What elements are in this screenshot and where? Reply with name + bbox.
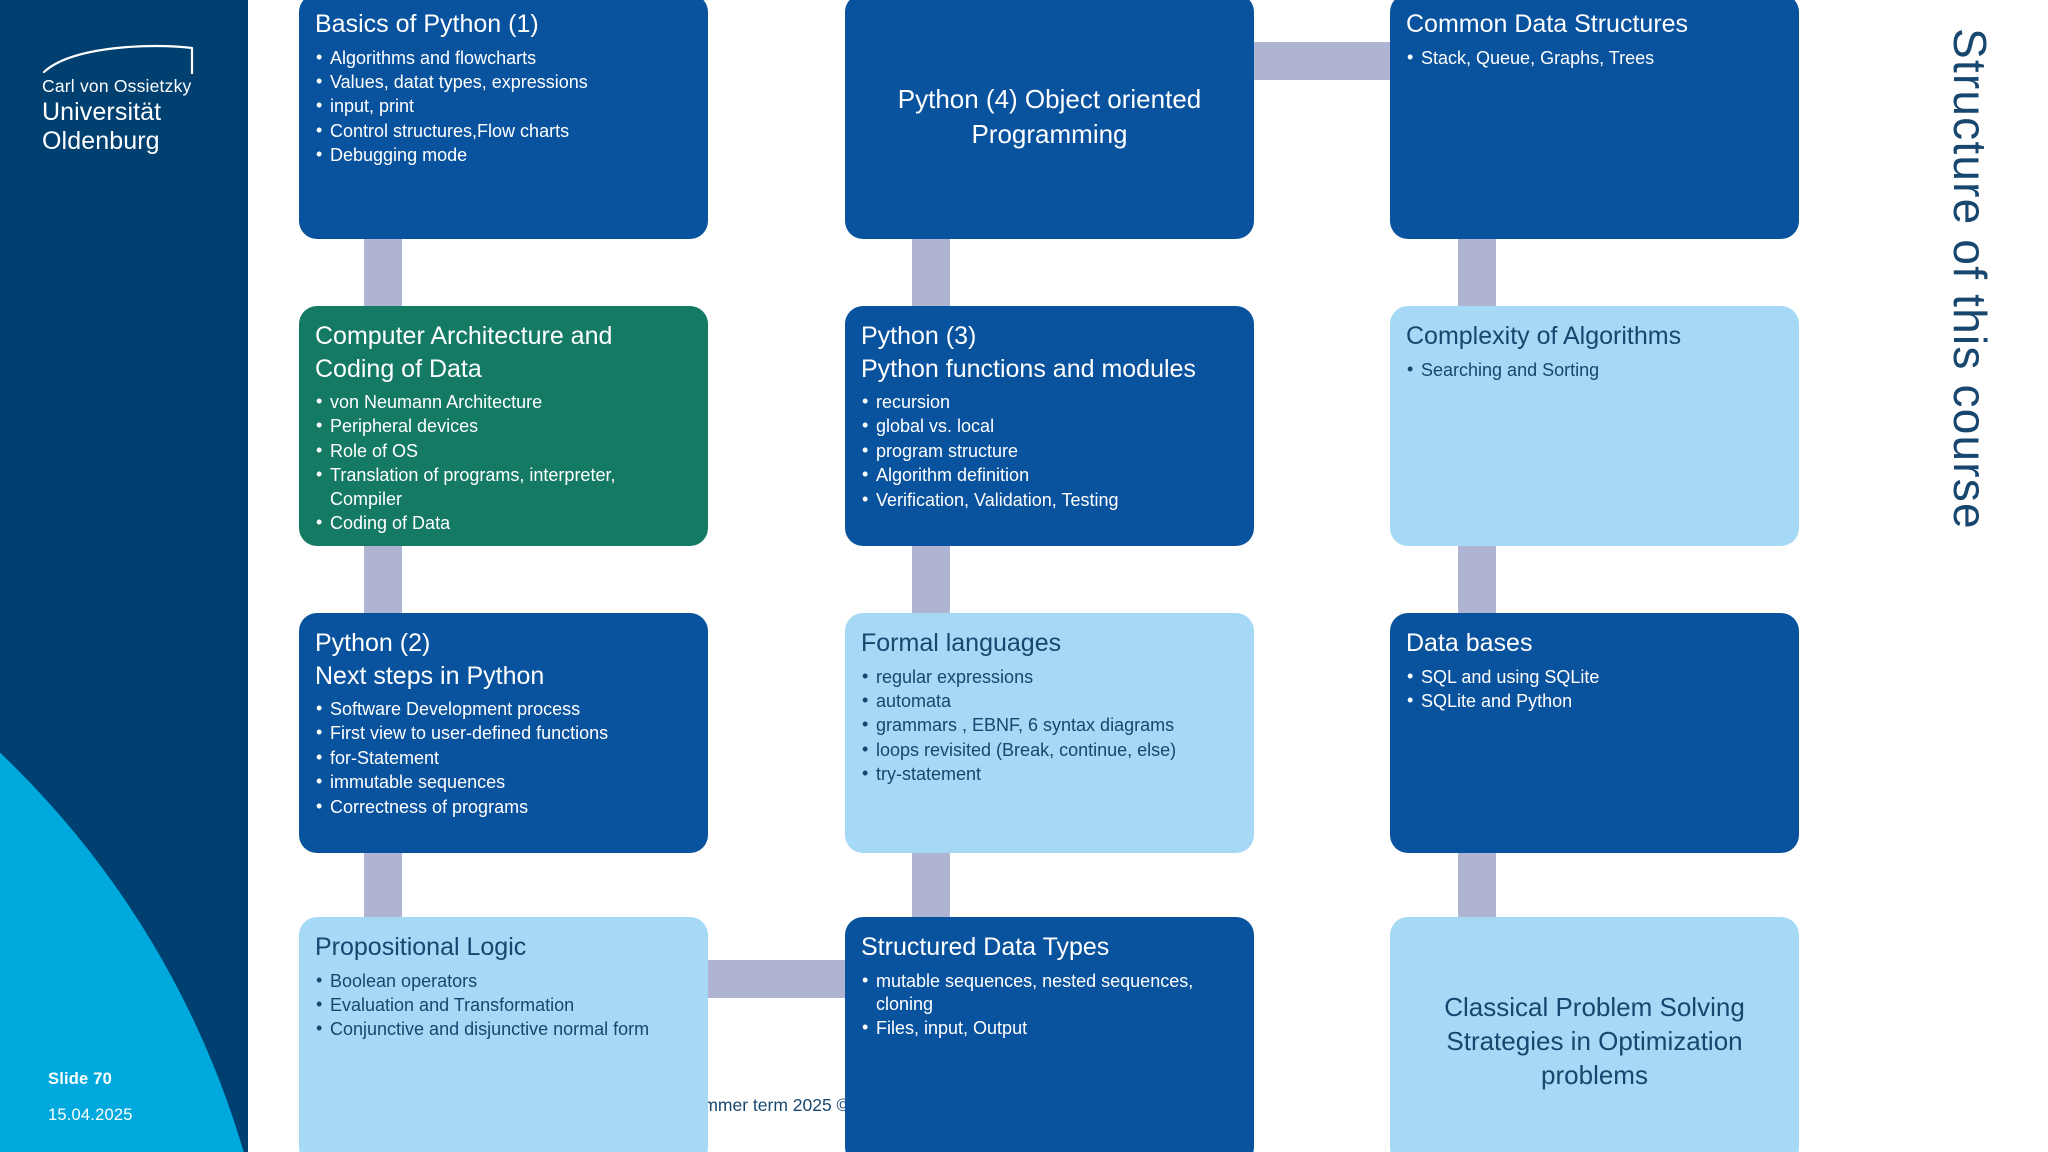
box-title: Python (4) Object oriented Programming	[897, 84, 1202, 149]
box-complexity-of-algorithms[interactable]: Complexity of Algorithms Searching and S…	[1390, 306, 1799, 546]
connector-col2-r1-r2	[912, 238, 950, 310]
connector-col3-r2-r3	[1458, 545, 1496, 617]
list-item: Values, datat types, expressions	[315, 70, 692, 94]
box-bullet-list: mutable sequences, nested sequences, clo…	[861, 969, 1238, 1041]
connector-col1-r3-r4	[364, 847, 402, 919]
list-item: Evaluation and Transformation	[315, 993, 692, 1017]
box-title: Classical Problem Solving Strategies in …	[1444, 991, 1745, 1091]
box-title: Common Data Structures	[1406, 10, 1689, 38]
box-data-bases[interactable]: Data bases SQL and using SQLite SQLite a…	[1390, 613, 1799, 853]
box-classical-problem-solving-strategies[interactable]: Classical Problem Solving Strategies in …	[1390, 917, 1799, 1152]
connector-row4-col1-col2	[705, 960, 845, 998]
connector-col1-r2-r3	[364, 545, 402, 617]
list-item: Software Development process	[315, 697, 692, 721]
box-bullet-list: Boolean operators Evaluation and Transfo…	[315, 968, 692, 1042]
list-item: Algorithms and flowcharts	[315, 45, 692, 70]
slide-date: 15.04.2025	[48, 1106, 133, 1124]
list-item: First view to user-defined functions	[315, 721, 692, 745]
box-title: Python (2) Next steps in Python	[315, 629, 545, 690]
list-item: SQLite and Python	[1406, 689, 1783, 713]
list-item: Peripheral devices	[315, 414, 692, 438]
logo-line-1: Carl von Ossietzky	[42, 76, 192, 96]
list-item: recursion	[861, 390, 1238, 414]
box-python-3-functions-and-modules[interactable]: Python (3) Python functions and modules …	[845, 306, 1254, 546]
list-item: Stack, Queue, Graphs, Trees	[1406, 45, 1783, 70]
connector-col2-r2-r3	[912, 545, 950, 617]
box-structured-data-types[interactable]: Structured Data Types mutable sequences,…	[845, 917, 1254, 1152]
page-title-text: Structure of this course	[1944, 28, 1996, 530]
logo-line-2: Universität	[42, 97, 162, 126]
list-item: SQL and using SQLite	[1406, 664, 1783, 689]
list-item: loops revisited (Break, continue, else)	[861, 738, 1238, 762]
list-item: immutable sequences	[315, 770, 692, 794]
connector-col3-r3-r4	[1458, 847, 1496, 919]
box-computer-architecture-and-coding-of-data[interactable]: Computer Architecture and Coding of Data…	[299, 306, 708, 546]
list-item: regular expressions	[861, 664, 1238, 689]
list-item: Conjunctive and disjunctive normal form	[315, 1017, 692, 1041]
list-item: grammars , EBNF, 6 syntax diagrams	[861, 713, 1238, 737]
box-title: Data bases	[1406, 629, 1533, 657]
box-propositional-logic[interactable]: Propositional Logic Boolean operators Ev…	[299, 917, 708, 1152]
list-item: automata	[861, 689, 1238, 713]
box-title: Propositional Logic	[315, 933, 527, 961]
box-bullet-list: regular expressions automata grammars , …	[861, 664, 1238, 787]
list-item: for-Statement	[315, 746, 692, 770]
box-python-2-next-steps[interactable]: Python (2) Next steps in Python Software…	[299, 613, 708, 853]
connector-col2-r3-r4	[912, 847, 950, 919]
page-title: Structure of this course	[1910, 0, 2030, 1152]
box-python-4-object-oriented-programming[interactable]: Python (4) Object oriented Programming	[845, 0, 1254, 239]
list-item: Debugging mode	[315, 143, 692, 167]
list-item: Translation of programs, interpreter, Co…	[315, 463, 692, 511]
box-common-data-structures[interactable]: Common Data Structures Stack, Queue, Gra…	[1390, 0, 1799, 239]
box-bullet-list: Searching and Sorting	[1406, 357, 1783, 382]
connector-row1-col2-col3	[1250, 42, 1390, 80]
box-title: Complexity of Algorithms	[1406, 322, 1682, 350]
list-item: von Neumann Architecture	[315, 390, 692, 414]
box-bullet-list: Software Development process First view …	[315, 697, 692, 819]
logo-arc-icon	[42, 42, 202, 74]
list-item: mutable sequences, nested sequences, clo…	[861, 969, 1238, 1017]
list-item: Correctness of programs	[315, 795, 692, 819]
list-item: global vs. local	[861, 414, 1238, 438]
box-bullet-list: recursion global vs. local program struc…	[861, 390, 1238, 512]
box-bullet-list: Stack, Queue, Graphs, Trees	[1406, 45, 1783, 70]
box-basics-of-python[interactable]: Basics of Python (1) Algorithms and flow…	[299, 0, 708, 239]
box-title: Computer Architecture and Coding of Data	[315, 322, 613, 383]
box-title: Formal languages	[861, 629, 1062, 657]
box-formal-languages[interactable]: Formal languages regular expressions aut…	[845, 613, 1254, 853]
box-title: Basics of Python (1)	[315, 10, 539, 38]
connector-col1-r1-r2	[364, 238, 402, 310]
university-logo: Carl von Ossietzky Universität Oldenburg	[42, 42, 217, 157]
list-item: Role of OS	[315, 439, 692, 463]
list-item: Searching and Sorting	[1406, 357, 1783, 382]
box-title: Structured Data Types	[861, 933, 1110, 961]
box-bullet-list: Algorithms and flowcharts Values, datat …	[315, 45, 692, 168]
connector-col3-r1-r2	[1458, 238, 1496, 310]
slide-number: Slide 70	[48, 1070, 112, 1088]
box-bullet-list: SQL and using SQLite SQLite and Python	[1406, 664, 1783, 714]
list-item: Files, input, Output	[861, 1016, 1238, 1040]
list-item: Coding of Data	[315, 511, 692, 535]
branding-sidebar: Carl von Ossietzky Universität Oldenburg…	[0, 0, 248, 1152]
list-item: input, print	[315, 94, 692, 118]
sidebar-cyan-wedge	[0, 505, 248, 1152]
logo-line-3: Oldenburg	[42, 127, 160, 156]
list-item: Verification, Validation, Testing	[861, 488, 1238, 512]
list-item: program structure	[861, 439, 1238, 463]
box-title: Python (3) Python functions and modules	[861, 322, 1196, 383]
list-item: Boolean operators	[315, 968, 692, 993]
list-item: Control structures,Flow charts	[315, 119, 692, 143]
box-bullet-list: von Neumann Architecture Peripheral devi…	[315, 390, 692, 535]
list-item: try-statement	[861, 762, 1238, 786]
list-item: Algorithm definition	[861, 463, 1238, 487]
